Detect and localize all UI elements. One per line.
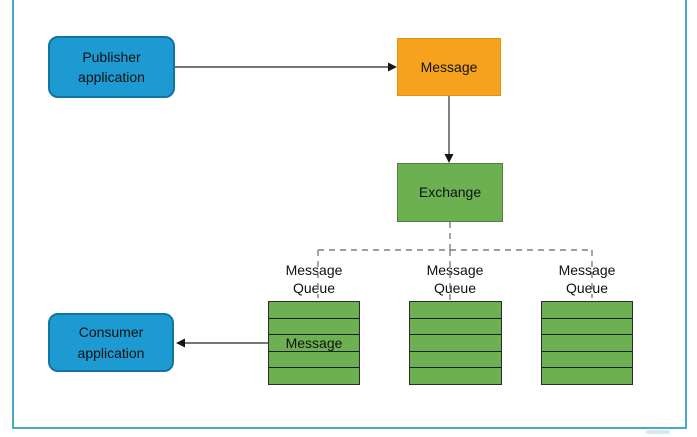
queue-row [542,317,632,335]
queue-1-label: Message Queue [285,262,343,297]
message-label: Message [420,58,478,75]
queue-row [410,334,501,351]
arrowhead-left-icon [176,338,185,348]
queue-row [410,302,501,318]
consumer-application-label: Consumer application [77,324,145,361]
queue-row [542,334,632,351]
arrowhead-down-icon [444,154,454,163]
message-node: Message [397,38,501,96]
frame-border-left [12,0,14,429]
message-queue-2 [409,301,502,385]
queue-row [269,367,359,384]
queue-2-label: Message Queue [426,262,484,297]
publisher-application-label: Publisher application [78,48,145,85]
exchange-label: Exchange [418,184,482,201]
queue-row-message: Message [269,334,359,351]
queue-row [410,367,501,384]
frame-border-right [685,0,687,429]
queue-3-label: Message Queue [558,262,616,297]
queue-row [410,317,501,335]
queue-row [269,350,359,368]
exchange-node: Exchange [397,163,503,222]
queue-row [542,350,632,368]
queue-row [410,350,501,368]
frame-border-bottom [12,427,687,429]
queue-row [542,367,632,384]
queue-row [269,317,359,335]
message-queue-3 [541,301,633,385]
arrowhead-right-icon [388,62,397,72]
publisher-application-node: Publisher application [48,36,175,98]
consumer-application-node: Consumer application [48,313,174,372]
message-queue-1: Message [268,301,360,385]
render-artifact [646,430,670,434]
queue-row [542,302,632,318]
queue-row [269,302,359,318]
